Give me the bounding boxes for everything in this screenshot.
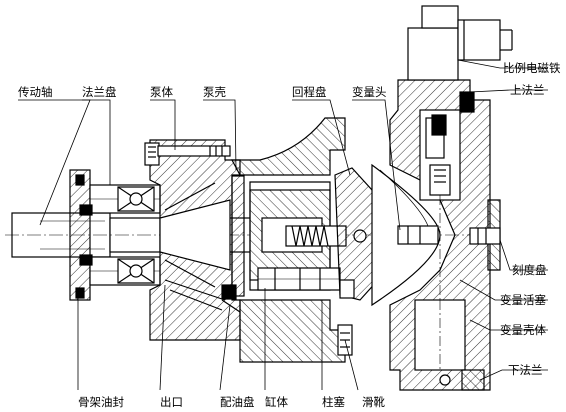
valve-plate xyxy=(221,175,245,313)
upper-flange xyxy=(459,91,475,113)
variable-piston xyxy=(431,114,447,300)
label-valve-plate: 配油盘 xyxy=(220,395,255,409)
pump-body xyxy=(144,139,241,341)
label-flange-plate: 法兰盘 xyxy=(82,85,117,99)
label-lower-flange: 下法兰 xyxy=(508,363,543,377)
label-variable-piston: 变量活塞 xyxy=(500,293,546,307)
slipper xyxy=(337,279,355,356)
label-variable-housing: 变量壳体 xyxy=(500,323,546,337)
lower-flange xyxy=(461,369,485,391)
bearing xyxy=(117,186,155,284)
tie-bolt xyxy=(157,145,231,157)
label-plunger: 柱塞 xyxy=(322,395,345,409)
skeleton-oil-seal xyxy=(75,174,93,299)
label-return-plate: 回程盘 xyxy=(292,85,327,99)
label-pump-shell: 泵壳 xyxy=(203,85,226,99)
leader-lines xyxy=(18,59,548,391)
label-scale-plate: 刻度盘 xyxy=(512,263,547,277)
label-drive-shaft: 传动轴 xyxy=(18,85,53,99)
scale-plate xyxy=(469,199,501,271)
label-slipper: 滑靴 xyxy=(362,395,385,409)
label-outlet: 出口 xyxy=(160,395,183,409)
label-upper-flange: 上法兰 xyxy=(510,83,545,97)
label-skeleton-oil-seal: 骨架油封 xyxy=(78,395,124,409)
label-variable-head: 变量头 xyxy=(352,85,387,99)
proportional-solenoid xyxy=(407,5,513,81)
label-pump-body: 泵体 xyxy=(150,85,173,99)
outlet-port xyxy=(164,279,226,311)
label-cylinder-block: 缸体 xyxy=(265,395,288,409)
label-group: 传动轴 法兰盘 泵体 泵壳 回程盘 变量头 比例电磁铁 上法兰 刻度盘 变量活塞… xyxy=(18,61,561,409)
label-proportional-solenoid: 比例电磁铁 xyxy=(503,61,561,75)
variable-housing xyxy=(389,79,491,391)
